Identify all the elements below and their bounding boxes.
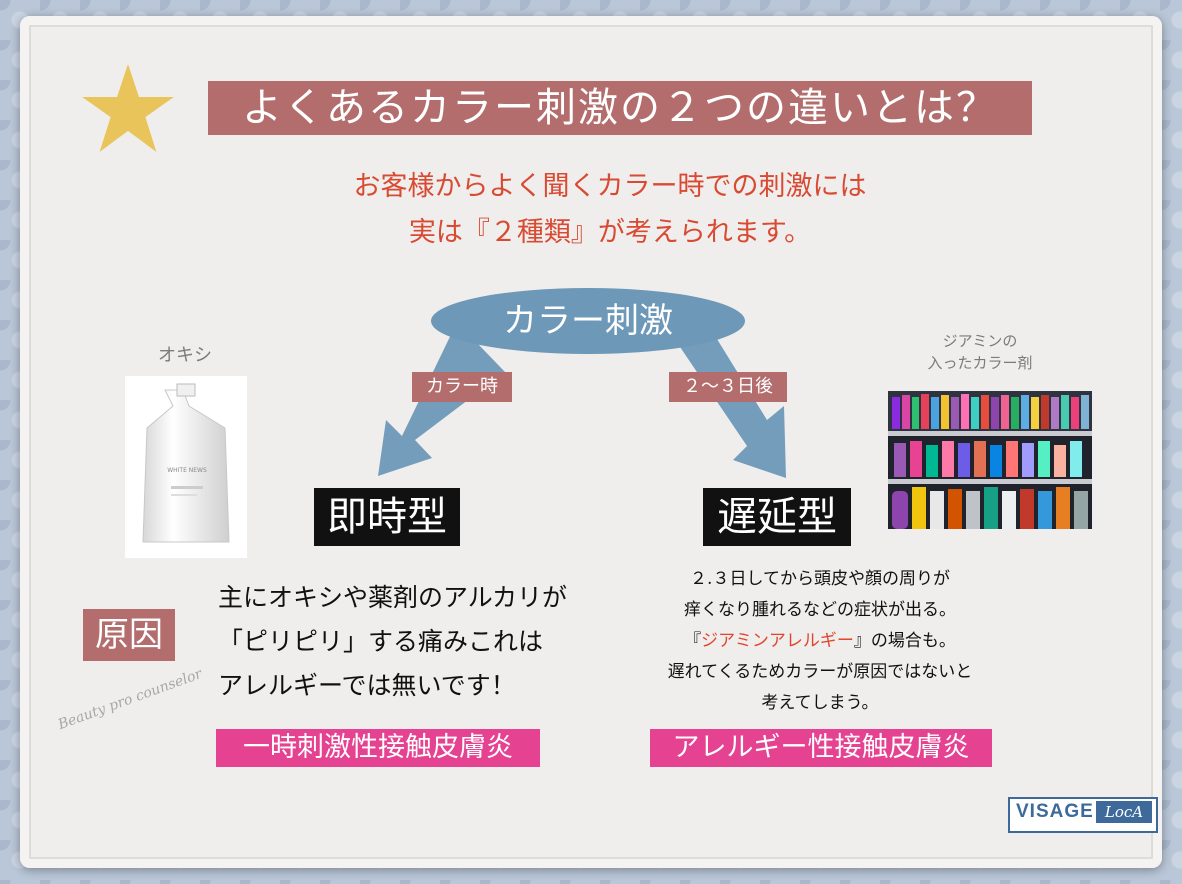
delayed-description: ２.３日してから頭皮や顔の周りが 痒くなり腫れるなどの症状が出る。 『ジアミンア… xyxy=(630,564,1010,719)
quote-close: 』の場合も。 xyxy=(853,631,956,651)
intro-line-1: お客様からよく聞くカラー時での刺激には xyxy=(353,171,867,202)
delayed-description-line-4: 遅れてくるためカラーが原因ではないと xyxy=(667,662,973,682)
diamine-caption: ジアミンの 入ったカラー剤 xyxy=(905,330,1055,374)
oxidizer-image: WHITE NEWS xyxy=(125,376,247,558)
logo-sub: LocA xyxy=(1096,801,1152,823)
star-icon xyxy=(82,64,174,152)
immediate-description-line-2: 「ピリピリ」する痛みこれは xyxy=(218,627,544,656)
immediate-description: 主にオキシや薬剤のアルカリが 「ピリピリ」する痛みこれは アレルギーでは無いです… xyxy=(218,576,618,708)
diamine-allergy-highlight: ジアミンアレルギー xyxy=(701,631,854,651)
hair-color-shelf-image xyxy=(888,391,1092,529)
oxidizer-caption: オキシ xyxy=(158,345,212,366)
left-timing-tag: カラー時 xyxy=(412,372,512,402)
delayed-type-label: 遅延型 xyxy=(703,488,851,546)
visage-logo: VISAGE LocA xyxy=(1008,797,1158,833)
delayed-description-line-2: 痒くなり腫れるなどの症状が出る。 xyxy=(684,600,956,620)
page-title: よくあるカラー刺激の２つの違いとは？ xyxy=(208,81,1032,135)
delayed-description-line-5: 考えてしまう。 xyxy=(761,693,879,713)
quote-open: 『 xyxy=(684,631,702,651)
immediate-description-line-3: アレルギーでは無いです！ xyxy=(218,671,516,700)
right-timing-tag: ２～３日後 xyxy=(669,372,787,402)
diamine-caption-line-2: 入ったカラー剤 xyxy=(927,354,1033,372)
intro-text: お客様からよく聞くカラー時での刺激には 実は『２種類』が考えられます。 xyxy=(200,164,1020,256)
immediate-description-line-1: 主にオキシや薬剤のアルカリが xyxy=(218,583,568,612)
delayed-description-line-1: ２.３日してから頭皮や顔の周りが xyxy=(690,569,950,589)
diamine-caption-line-1: ジアミンの xyxy=(942,332,1018,350)
center-label: カラー刺激 xyxy=(503,301,673,341)
irritant-dermatitis-label: 一時刺激性接触皮膚炎 xyxy=(216,729,540,767)
cause-label: 原因 xyxy=(83,609,175,661)
immediate-type-label: 即時型 xyxy=(314,488,460,546)
intro-line-2: 実は『２種類』が考えられます。 xyxy=(408,217,812,248)
pouch-brand: WHITE NEWS xyxy=(167,467,207,474)
shelf-graphic xyxy=(888,391,1092,529)
center-ellipse xyxy=(431,288,745,354)
delayed-description-line-3: 『ジアミンアレルギー』の場合も。 xyxy=(630,626,1010,657)
oxidizer-pouch-graphic: WHITE NEWS xyxy=(142,383,230,543)
allergic-dermatitis-label: アレルギー性接触皮膚炎 xyxy=(650,729,992,767)
logo-main: VISAGE xyxy=(1016,801,1094,822)
